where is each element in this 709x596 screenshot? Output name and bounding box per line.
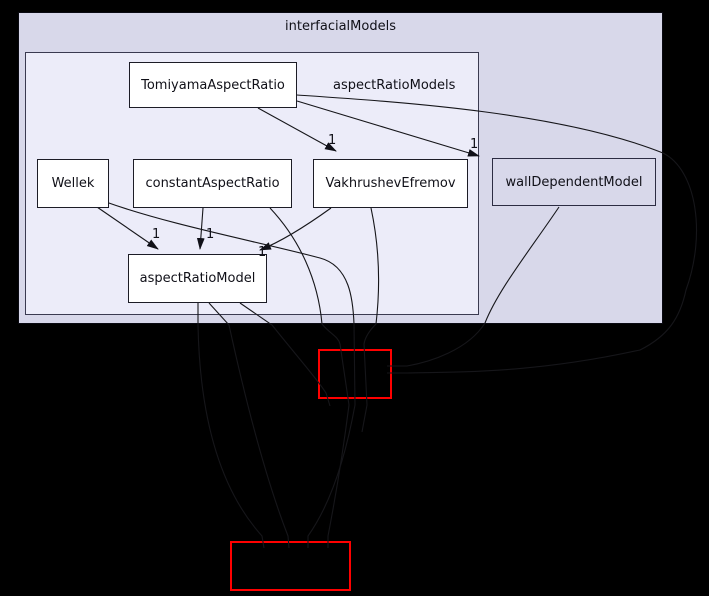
node-tomiyama-label: TomiyamaAspectRatio bbox=[141, 77, 285, 93]
node-wall-dependent-label: wallDependentModel bbox=[505, 174, 643, 190]
node-aspect-ratio-model-label: aspectRatioModel bbox=[139, 271, 256, 286]
edge-label-wellek-aspect-ratio-model[interactable]: 1 bbox=[152, 227, 161, 242]
outer-cluster-label[interactable]: interfacialModels bbox=[285, 19, 396, 34]
node-tomiyama-aspect-ratio[interactable]: TomiyamaAspectRatio bbox=[129, 62, 297, 108]
external-node-upper[interactable] bbox=[318, 349, 392, 399]
edge-label-vakhrushev-aspect-ratio-model[interactable]: 1 bbox=[258, 245, 267, 260]
node-wall-dependent-model[interactable]: wallDependentModel bbox=[492, 158, 656, 206]
node-aspect-ratio-model[interactable]: aspectRatioModel bbox=[128, 254, 267, 303]
node-wellek-label: Wellek bbox=[51, 176, 95, 191]
node-constant-aspect-ratio[interactable]: constantAspectRatio bbox=[133, 159, 292, 208]
edge-label-tomiyama-wall-dependent[interactable]: 1 bbox=[470, 137, 479, 152]
edge-label-tomiyama-vakhrushev[interactable]: 1 bbox=[328, 133, 337, 148]
edge-aspect-ratio-model-out-1 bbox=[197, 303, 265, 549]
edge-label-constant-aspect-ratio-model[interactable]: 1 bbox=[206, 227, 215, 242]
node-vakhrushev-label: VakhrushevEfremov bbox=[325, 176, 456, 191]
node-constant-label: constantAspectRatio bbox=[145, 176, 280, 191]
node-vakhrushev-efremov[interactable]: VakhrushevEfremov bbox=[313, 159, 468, 208]
node-wellek[interactable]: Wellek bbox=[37, 159, 109, 208]
edge-aspect-ratio-model-out-2 bbox=[208, 302, 290, 549]
inner-cluster-label[interactable]: aspectRatioModels bbox=[333, 78, 456, 93]
external-node-lower[interactable] bbox=[230, 541, 351, 591]
